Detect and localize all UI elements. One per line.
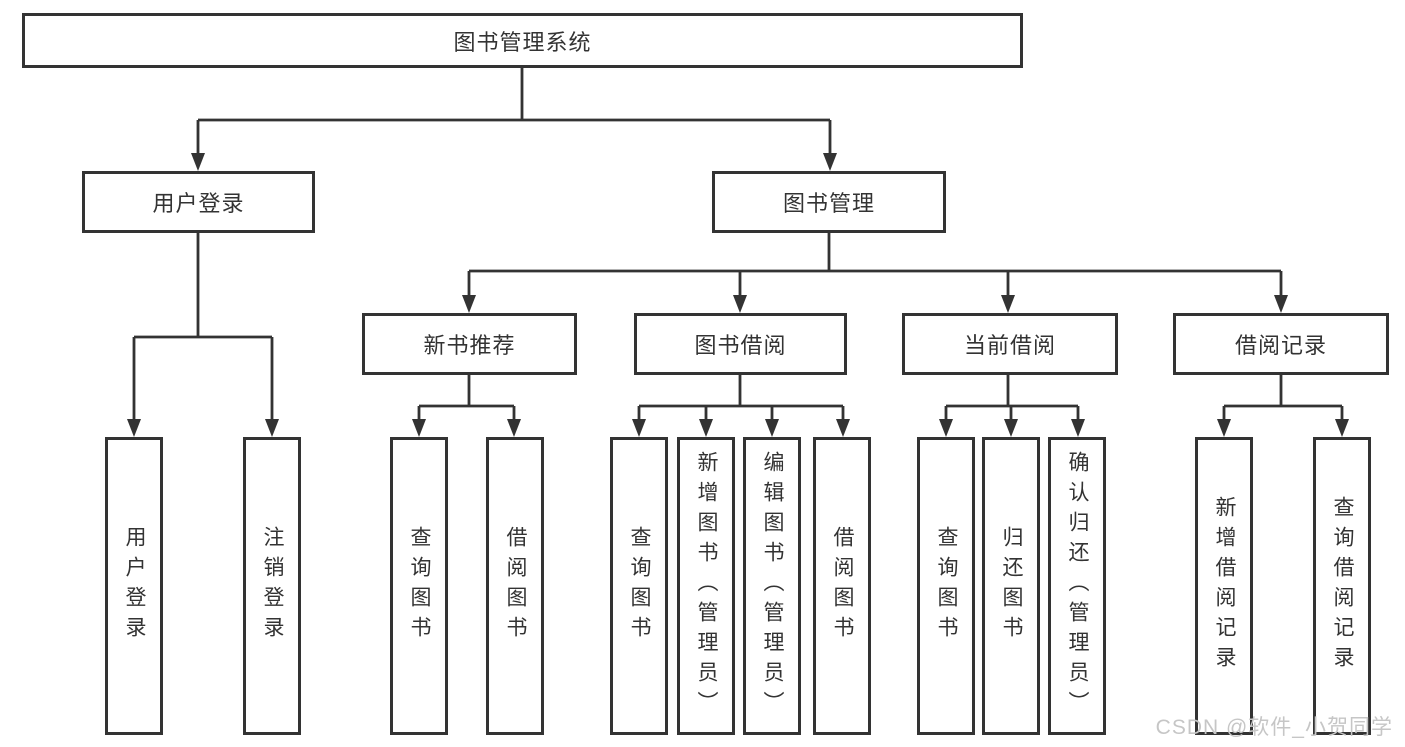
- leaf-label: 归还图书: [1000, 526, 1023, 646]
- node-user-login: 用户登录: [82, 171, 315, 233]
- leaf-query-books-recommend: 查询图书: [390, 437, 448, 735]
- leaf-add-borrow-record: 新增借阅记录: [1195, 437, 1253, 735]
- leaf-label: 借阅图书: [504, 526, 527, 646]
- leaf-label: 借阅图书: [831, 526, 854, 646]
- leaf-label: 注销登录: [261, 526, 284, 646]
- leaf-label: 查询图书: [408, 526, 431, 646]
- leaf-add-book-admin: 新增图书（管理员）: [677, 437, 735, 735]
- node-new-book-recommend: 新书推荐: [362, 313, 577, 375]
- leaf-label: 查询图书: [628, 526, 651, 646]
- leaf-confirm-return-admin: 确认归还（管理员）: [1048, 437, 1106, 735]
- leaf-label: 查询图书: [935, 526, 958, 646]
- node-current-borrow: 当前借阅: [902, 313, 1118, 375]
- leaf-query-borrow-record: 查询借阅记录: [1313, 437, 1371, 735]
- leaf-borrow-books: 借阅图书: [813, 437, 871, 735]
- leaf-edit-book-admin: 编辑图书（管理员）: [743, 437, 801, 735]
- node-book-management: 图书管理: [712, 171, 946, 233]
- leaf-query-books-borrow: 查询图书: [610, 437, 668, 735]
- node-book-borrow: 图书借阅: [634, 313, 847, 375]
- leaf-label: 新增借阅记录: [1213, 496, 1236, 676]
- leaf-user-login: 用户登录: [105, 437, 163, 735]
- leaf-label: 确认归还（管理员）: [1066, 451, 1089, 721]
- leaf-label: 编辑图书（管理员）: [761, 451, 784, 721]
- leaf-label: 用户登录: [123, 526, 146, 646]
- leaf-label: 查询借阅记录: [1331, 496, 1354, 676]
- leaf-logout: 注销登录: [243, 437, 301, 735]
- leaf-label: 新增图书（管理员）: [695, 451, 718, 721]
- leaf-return-book: 归还图书: [982, 437, 1040, 735]
- leaf-borrow-books-recommend: 借阅图书: [486, 437, 544, 735]
- watermark: CSDN @软件_小贺同学: [1155, 716, 1393, 739]
- node-root: 图书管理系统: [22, 13, 1023, 68]
- leaf-query-books-current: 查询图书: [917, 437, 975, 735]
- node-borrow-records: 借阅记录: [1173, 313, 1389, 375]
